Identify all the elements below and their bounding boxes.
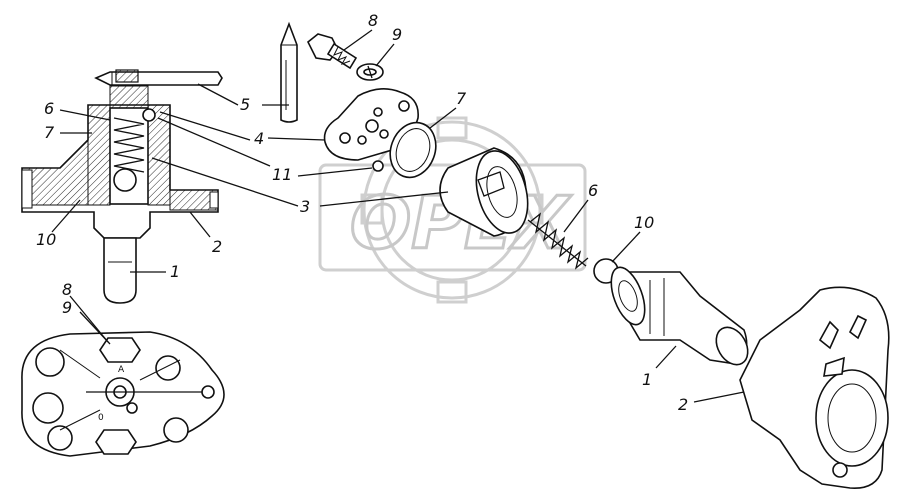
oring-7-part	[389, 121, 437, 179]
bottom-view: A 0	[21, 331, 225, 457]
housing-2-part	[739, 286, 890, 489]
callout-10-section: 10	[36, 230, 56, 249]
callout-2-section: 2	[212, 237, 222, 256]
leader-lines	[51, 29, 745, 403]
callout-5: 5	[240, 95, 250, 114]
callout-1-exploded: 1	[642, 370, 652, 389]
spring-6-part	[527, 212, 589, 270]
valve-cap-3-part	[439, 147, 529, 237]
callout-8-exploded: 8	[368, 11, 378, 30]
washer-9-part	[356, 63, 384, 81]
callout-3: 3	[300, 197, 310, 216]
sectional-view	[21, 69, 223, 304]
callout-10-exploded: 10	[634, 213, 654, 232]
callout-labels: 6 7 10 5 4 11 3 2 1 8 9 7 6 10 1 2 8 9	[36, 11, 688, 414]
flange-mark-upper: A	[118, 365, 125, 375]
pin-5-part	[280, 21, 298, 123]
callout-2-exploded: 2	[678, 395, 688, 414]
callout-6-exploded: 6	[588, 181, 598, 200]
callout-7-exploded: 7	[456, 89, 467, 108]
ball-11-part	[372, 160, 384, 172]
callout-1-section: 1	[170, 262, 180, 281]
callout-9-exploded: 9	[392, 25, 402, 44]
callout-4: 4	[254, 129, 264, 148]
watermark-gear: OPEX	[318, 116, 587, 304]
flange-mark-lower: 0	[98, 413, 104, 423]
callout-7-section: 7	[44, 123, 55, 142]
valve-body-1-part	[610, 266, 749, 366]
bolt-8-part	[306, 33, 358, 70]
callout-9-bottom: 9	[62, 298, 72, 317]
callout-6-section: 6	[44, 99, 54, 118]
callout-8-bottom: 8	[62, 280, 72, 299]
callout-11: 11	[272, 165, 292, 184]
